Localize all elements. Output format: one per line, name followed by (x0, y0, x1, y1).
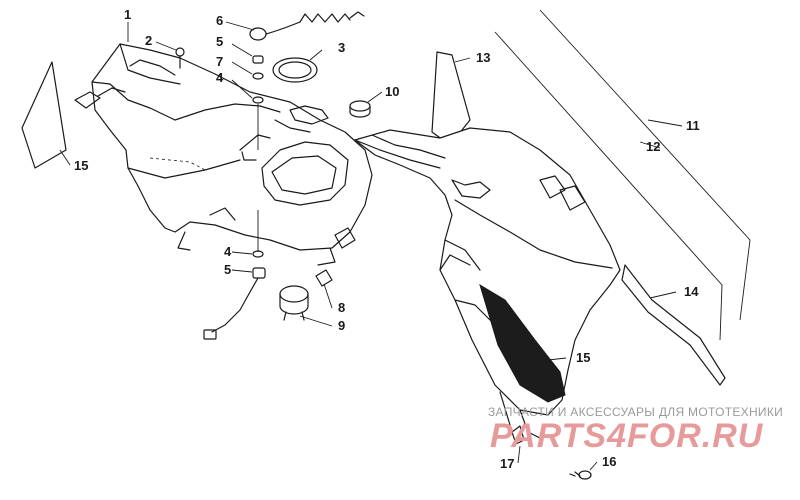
callout-5-top: 5 (216, 34, 223, 49)
callout-4-bottom: 4 (224, 244, 232, 259)
switch-part-5-bottom (203, 267, 266, 340)
leader-11-frame (539, 9, 751, 321)
callout-3: 3 (338, 40, 345, 55)
watermark-logo: PARTS4FOR.RU (490, 417, 764, 455)
side-panel-assembly (354, 127, 621, 439)
washer-part-4-bottom (252, 250, 264, 258)
callout-11: 11 (686, 118, 700, 133)
callout-2: 2 (145, 33, 152, 48)
callout-4-top: 4 (216, 70, 224, 85)
leader-12-frame (494, 31, 723, 341)
ring-part-3 (272, 57, 318, 83)
watermark-caption: ЗАПЧАСТИ И АКСЕССУАРЫ ДЛЯ МОТОТЕХНИКИ (488, 405, 783, 419)
washer-part-7 (252, 72, 264, 80)
callout-9: 9 (338, 318, 345, 333)
cap-part-10 (349, 100, 371, 118)
washer-part-4-top (252, 96, 264, 104)
watermark: ЗАПЧАСТИ И АКСЕССУАРЫ ДЛЯ МОТОТЕХНИКИ PA… (488, 405, 783, 455)
callout-13: 13 (476, 50, 490, 65)
screw-part-2 (175, 47, 185, 69)
callout-7: 7 (216, 54, 223, 69)
callout-10: 10 (385, 84, 399, 99)
callout-15-right: 15 (576, 350, 590, 365)
console-hood-part-1 (74, 43, 373, 266)
callout-12: 12 (646, 139, 660, 154)
callout-17: 17 (500, 456, 514, 471)
callout-5-bottom: 5 (224, 262, 231, 277)
decal-15-left (21, 61, 67, 169)
callout-6: 6 (216, 13, 223, 28)
callout-labels: 1 2 3 4 5 6 7 4 5 8 9 10 11 12 13 14 15 … (74, 7, 700, 471)
clip-part-8 (315, 269, 333, 287)
cap-part-6 (249, 11, 365, 41)
grommet-part-5-top (252, 55, 264, 64)
clip-part-17 (511, 425, 525, 445)
rivet-part-16 (569, 470, 592, 480)
callout-16: 16 (602, 454, 616, 469)
leader-lines (59, 21, 683, 471)
gauge-part-9 (279, 285, 309, 321)
callout-15-left: 15 (74, 158, 88, 173)
decal-part-14 (621, 264, 726, 386)
callout-1: 1 (124, 7, 131, 22)
callout-14: 14 (684, 284, 699, 299)
callout-8: 8 (338, 300, 345, 315)
